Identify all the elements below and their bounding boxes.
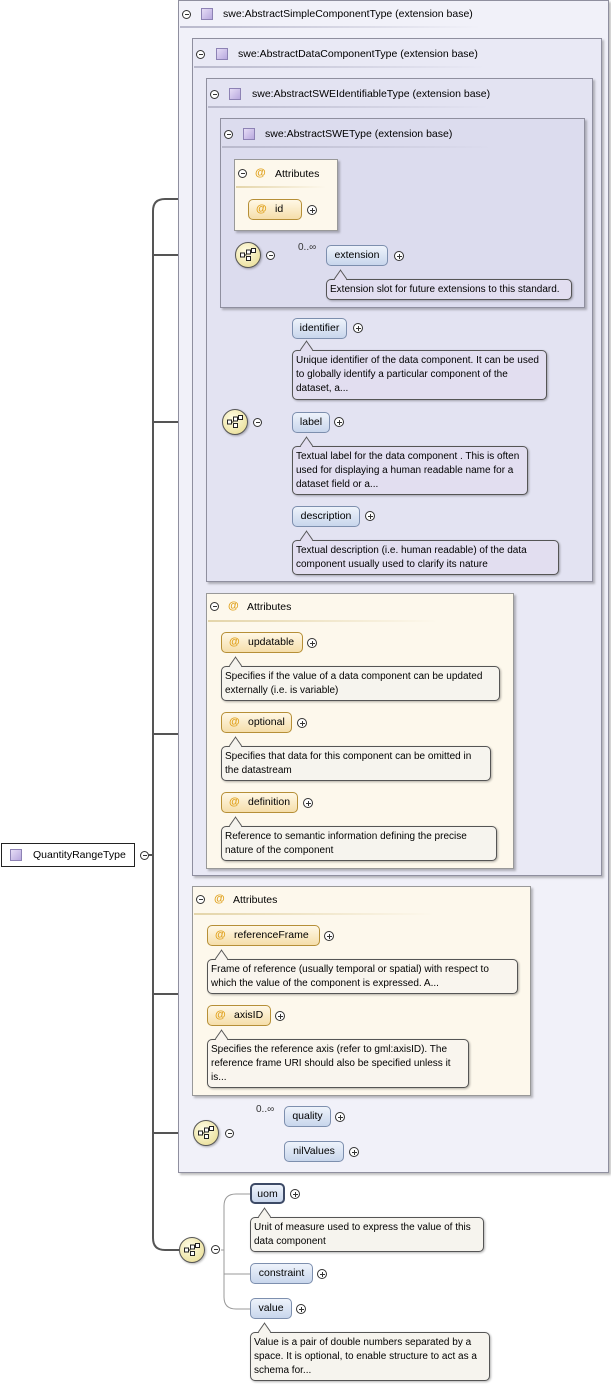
documentation-extension: Extension slot for future extensions to … xyxy=(326,279,572,300)
extension-header-data-component: swe:AbstractDataComponentType (extension… xyxy=(238,48,478,60)
attribute-reference-frame[interactable]: @ referenceFrame xyxy=(207,925,320,946)
attribute-axis-id[interactable]: @ axisID xyxy=(207,1005,271,1026)
attribute-marker-icon: @ xyxy=(215,929,226,941)
expand-toggle-reference-frame[interactable] xyxy=(324,931,334,941)
attribute-optional[interactable]: @ optional xyxy=(221,712,292,733)
complex-type-icon xyxy=(10,849,22,861)
expand-toggle-optional[interactable] xyxy=(297,718,307,728)
collapse-toggle-attributes[interactable] xyxy=(210,602,219,611)
extension-header-swe-type: swe:AbstractSWEType (extension base) xyxy=(265,128,453,140)
attribute-marker-icon: @ xyxy=(228,600,239,612)
sequence-compositor-icon[interactable] xyxy=(193,1120,219,1146)
documentation-updatable: Specifies if the value of a data compone… xyxy=(221,666,500,701)
collapse-toggle-attributes[interactable] xyxy=(238,169,247,178)
attribute-id[interactable]: @ id xyxy=(248,199,302,220)
attribute-label: definition xyxy=(248,796,291,808)
collapse-toggle-sequence[interactable] xyxy=(266,251,275,260)
complex-type-icon xyxy=(201,8,213,20)
attribute-label: updatable xyxy=(248,636,295,648)
documentation-uom: Unit of measure used to express the valu… xyxy=(250,1217,484,1252)
expand-toggle-definition[interactable] xyxy=(303,798,313,808)
expand-toggle-label[interactable] xyxy=(334,417,344,427)
element-value[interactable]: value xyxy=(250,1298,292,1319)
attributes-title: Attributes xyxy=(233,894,278,906)
sequence-compositor-icon[interactable] xyxy=(179,1237,205,1263)
expand-toggle-nil-values[interactable] xyxy=(349,1147,359,1157)
element-quality[interactable]: quality xyxy=(284,1106,331,1127)
expand-toggle-uom[interactable] xyxy=(290,1189,300,1199)
element-label[interactable]: label xyxy=(292,412,330,433)
expand-toggle-id[interactable] xyxy=(307,205,317,215)
expand-toggle-extension[interactable] xyxy=(394,251,404,261)
root-element-quantity-range-type[interactable]: QuantityRangeType xyxy=(1,843,135,867)
attribute-updatable[interactable]: @ updatable xyxy=(221,632,303,653)
collapse-toggle-data-component[interactable] xyxy=(196,50,205,59)
attribute-marker-icon: @ xyxy=(229,636,240,648)
sequence-compositor-icon[interactable] xyxy=(222,409,248,435)
collapse-toggle-swe-type[interactable] xyxy=(224,130,233,139)
header-separator xyxy=(236,186,326,188)
collapse-toggle-root[interactable] xyxy=(140,851,149,860)
attribute-marker-icon: @ xyxy=(229,796,240,808)
complex-type-icon xyxy=(243,128,255,140)
collapse-toggle-simple-component[interactable] xyxy=(182,10,191,19)
header-separator xyxy=(222,146,492,148)
root-label: QuantityRangeType xyxy=(33,849,126,861)
attribute-marker-icon: @ xyxy=(256,203,267,215)
header-separator xyxy=(194,913,434,915)
header-separator xyxy=(194,66,484,68)
extension-header-simple-component: swe:AbstractSimpleComponentType (extensi… xyxy=(223,8,473,20)
attribute-label: id xyxy=(275,203,284,215)
extension-header-swe-identifiable: swe:AbstractSWEIdentifiableType (extensi… xyxy=(252,88,491,100)
attribute-label: optional xyxy=(248,716,285,728)
documentation-axis-id: Specifies the reference axis (refer to g… xyxy=(207,1039,469,1088)
documentation-definition: Reference to semantic information defini… xyxy=(221,826,497,861)
expand-toggle-value[interactable] xyxy=(296,1304,306,1314)
documentation-description: Textual description (i.e. human readable… xyxy=(292,540,559,575)
occurrence-label: 0..∞ xyxy=(298,242,317,253)
complex-type-icon xyxy=(216,48,228,60)
attribute-marker-icon: @ xyxy=(255,167,266,179)
documentation-label: Textual label for the data component . T… xyxy=(292,446,528,495)
attribute-marker-icon: @ xyxy=(229,716,240,728)
expand-toggle-axis-id[interactable] xyxy=(275,1011,285,1021)
complex-type-icon xyxy=(229,88,241,100)
header-separator xyxy=(208,106,488,108)
attribute-definition[interactable]: @ definition xyxy=(221,792,298,813)
sequence-compositor-icon[interactable] xyxy=(235,242,261,268)
attribute-label: axisID xyxy=(234,1009,264,1021)
documentation-optional: Specifies that data for this component c… xyxy=(221,746,491,781)
header-separator xyxy=(208,620,438,622)
expand-toggle-updatable[interactable] xyxy=(307,638,317,648)
collapse-toggle-sequence[interactable] xyxy=(225,1129,234,1138)
element-extension[interactable]: extension xyxy=(326,245,388,266)
expand-toggle-quality[interactable] xyxy=(335,1112,345,1122)
collapse-toggle-sequence[interactable] xyxy=(253,418,262,427)
attributes-title: Attributes xyxy=(247,601,292,613)
collapse-toggle-attributes[interactable] xyxy=(196,895,205,904)
expand-toggle-identifier[interactable] xyxy=(353,323,363,333)
element-description[interactable]: description xyxy=(292,506,360,527)
expand-toggle-description[interactable] xyxy=(365,511,375,521)
expand-toggle-constraint[interactable] xyxy=(317,1269,327,1279)
attribute-marker-icon: @ xyxy=(214,893,225,905)
header-separator xyxy=(180,26,480,28)
attributes-title: Attributes xyxy=(275,168,320,180)
collapse-toggle-sequence[interactable] xyxy=(211,1245,220,1254)
occurrence-label: 0..∞ xyxy=(256,1104,275,1115)
documentation-value: Value is a pair of double numbers separa… xyxy=(250,1332,490,1381)
documentation-reference-frame: Frame of reference (usually temporal or … xyxy=(207,959,518,994)
documentation-identifier: Unique identifier of the data component.… xyxy=(292,350,547,400)
attribute-label: referenceFrame xyxy=(234,929,309,941)
element-nil-values[interactable]: nilValues xyxy=(284,1141,344,1162)
element-identifier[interactable]: identifier xyxy=(292,318,347,339)
element-constraint[interactable]: constraint xyxy=(250,1263,313,1284)
attribute-marker-icon: @ xyxy=(215,1009,226,1021)
element-uom[interactable]: uom xyxy=(250,1183,285,1204)
collapse-toggle-swe-identifiable[interactable] xyxy=(210,90,219,99)
